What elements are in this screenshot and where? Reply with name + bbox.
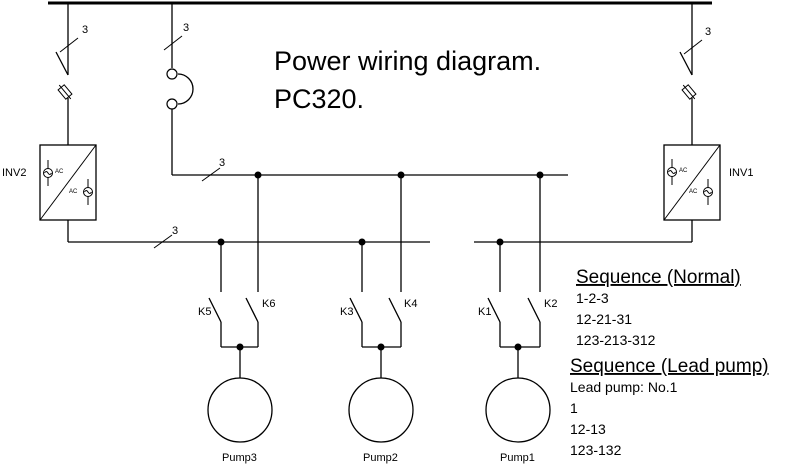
sequence-lead-line: 123-132 <box>570 442 622 458</box>
wire-count-inv2: 3 <box>82 24 88 36</box>
pump-motor-icon <box>207 377 273 443</box>
sequence-normal-heading: Sequence (Normal) <box>576 267 741 288</box>
inv2-feeder <box>55 3 79 145</box>
contactor-label-k1: K1 <box>478 306 491 318</box>
pump-motor-icon <box>348 377 414 443</box>
inv1-label: INV1 <box>729 167 753 179</box>
wire-count-bypass: 3 <box>183 22 189 34</box>
inv2-ac-out-label: AC <box>69 189 78 195</box>
disconnect-contact-icon <box>166 68 178 80</box>
sequence-lead-line: 12-13 <box>570 421 606 437</box>
diagram-title-line1: Power wiring diagram. <box>274 46 541 76</box>
contactor-label-k3: K3 <box>340 306 353 318</box>
inv2-ac-in-label: AC <box>55 169 64 175</box>
sequence-lead-line: 1 <box>570 400 578 416</box>
pump1-branch <box>485 175 551 443</box>
pump-label-pump2: Pump2 <box>363 452 398 464</box>
sequence-lead-line: Lead pump: No.1 <box>570 379 678 395</box>
inv1-ac-out-label: AC <box>689 189 698 195</box>
pump-motor-icon <box>485 377 551 443</box>
contactor-label-k4: K4 <box>404 298 417 310</box>
wire-count-upper-bus: 3 <box>219 157 225 169</box>
lower-distribution-bus <box>67 220 693 249</box>
inv2-inverter <box>39 144 97 221</box>
inv1-ac-in-label: AC <box>679 168 688 174</box>
bypass-feeder <box>163 3 194 175</box>
pump3-branch <box>207 175 273 443</box>
contactor-label-k6: K6 <box>262 298 275 310</box>
contactor-label-k5: K5 <box>198 306 211 318</box>
wire-count-inv1: 3 <box>705 26 711 38</box>
fuse-icon <box>681 84 697 100</box>
inv2-label: INV2 <box>2 167 26 179</box>
sequence-normal-line: 12-21-31 <box>576 311 632 327</box>
contactor-label-k2: K2 <box>544 298 557 310</box>
sequence-normal-line: 123-213-312 <box>576 332 656 348</box>
sequence-normal-line: 1-2-3 <box>576 290 609 306</box>
inv1-inverter <box>663 144 721 221</box>
diagram-title-line2: PC320. <box>274 84 364 114</box>
sequence-lead-heading: Sequence (Lead pump) <box>570 356 769 377</box>
pump-label-pump3: Pump3 <box>222 452 257 464</box>
upper-distribution-bus <box>172 167 568 182</box>
pump-label-pump1: Pump1 <box>500 452 535 464</box>
fuse-icon <box>57 84 73 100</box>
pump2-branch <box>348 175 414 443</box>
inv1-feeder <box>679 3 703 145</box>
disconnect-contact-icon <box>166 98 178 110</box>
wire-count-lower-bus: 3 <box>172 225 178 237</box>
